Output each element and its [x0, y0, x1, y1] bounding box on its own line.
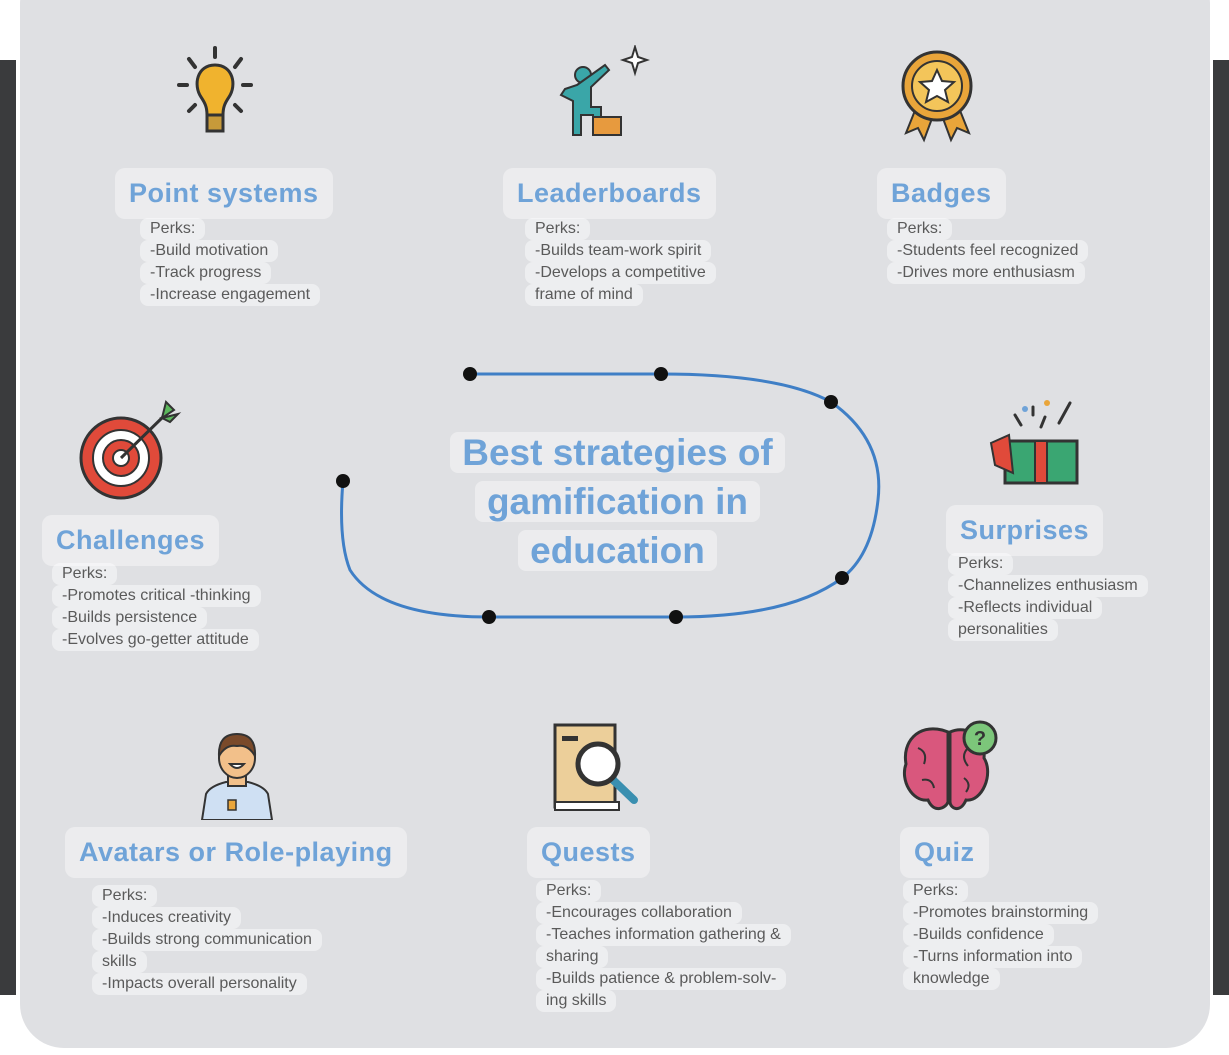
loop-dot [654, 367, 668, 381]
perk-item: ing skills [536, 990, 617, 1012]
strategy-title-badges: Badges [877, 168, 1006, 219]
perk-item: -Builds strong communication [92, 929, 322, 951]
perk-item: sharing [536, 946, 609, 968]
strategy-title-leaderboards: Leaderboards [503, 168, 716, 219]
perk-item: knowledge [903, 968, 1000, 990]
loop-dot [669, 610, 683, 624]
perks-label: Perks: [536, 880, 602, 902]
perk-item: -Promotes critical -thinking [52, 585, 261, 607]
perk-item: -Channelizes enthusiasm [948, 575, 1148, 597]
perk-item: -Builds patience & problem-solv- [536, 968, 787, 990]
center-title-line: Best strategies of [450, 432, 785, 473]
perks-list-surprises: Perks:-Channelizes enthusiasm-Reflects i… [948, 553, 1148, 641]
perk-item: -Builds team-work spirit [525, 240, 712, 262]
perk-item: -Encourages collaboration [536, 902, 742, 924]
infographic-card [20, 0, 1210, 1048]
perks-label: Perks: [948, 553, 1014, 575]
loop-dot [336, 474, 350, 488]
loop-dot [835, 571, 849, 585]
perk-item: -Track progress [140, 262, 272, 284]
perk-item: -Build motivation [140, 240, 279, 262]
perks-list-point-systems: Perks:-Build motivation-Track progress-I… [140, 218, 321, 306]
perks-list-quiz: Perks:-Promotes brainstorming-Builds con… [903, 880, 1099, 990]
lightbulb-icon [177, 46, 253, 133]
perk-item: -Students feel recognized [887, 240, 1089, 262]
gift-box-icon [989, 400, 1079, 485]
perks-list-challenges: Perks:-Promotes critical -thinking-Build… [52, 563, 261, 651]
frame-right-edge [1213, 60, 1229, 995]
frame-left-edge [0, 60, 16, 995]
center-title-line: gamification in [474, 481, 761, 522]
climbing-person-star-icon [559, 45, 650, 136]
perk-item: -Drives more enthusiasm [887, 262, 1085, 284]
perk-item: -Promotes brainstorming [903, 902, 1099, 924]
loop-dot [824, 395, 838, 409]
perks-label: Perks: [140, 218, 206, 240]
perk-item: -Builds persistence [52, 607, 208, 629]
perks-label: Perks: [92, 885, 158, 907]
perk-item: -Teaches information gathering & [536, 924, 791, 946]
perk-item: -Evolves go-getter attitude [52, 629, 259, 651]
perks-label: Perks: [887, 218, 953, 240]
perks-list-badges: Perks:-Students feel recognized-Drives m… [887, 218, 1089, 284]
perk-item: -Builds confidence [903, 924, 1054, 946]
perk-item: -Reflects individual [948, 597, 1103, 619]
perk-item: frame of mind [525, 284, 643, 306]
strategy-title-surprises: Surprises [946, 505, 1104, 556]
strategy-title-challenges: Challenges [42, 515, 220, 566]
medal-star-icon [901, 50, 973, 143]
perk-item: -Impacts overall personality [92, 973, 307, 995]
center-title-line: education [518, 530, 717, 571]
perks-list-leaderboards: Perks:-Builds team-work spirit-Develops … [525, 218, 716, 306]
brain-question-icon: ? [903, 720, 998, 810]
perk-item: personalities [948, 619, 1058, 641]
perk-item: skills [92, 951, 147, 973]
perks-label: Perks: [52, 563, 118, 585]
avatar-person-icon [200, 732, 274, 820]
perk-item: -Turns information into [903, 946, 1083, 968]
strategy-title-avatars-or-role-playing: Avatars or Role-playing [65, 827, 407, 878]
svg-text:?: ? [974, 728, 986, 750]
perks-list-avatars-or-role-playing: Perks:-Induces creativity-Builds strong … [92, 885, 322, 995]
loop-dot [482, 610, 496, 624]
perk-item: -Develops a competitive [525, 262, 716, 284]
strategy-title-point-systems: Point systems [115, 168, 333, 219]
perks-label: Perks: [903, 880, 969, 902]
strategy-title-quests: Quests [527, 827, 650, 878]
perk-item: -Induces creativity [92, 907, 241, 929]
book-magnifier-icon [553, 723, 638, 811]
center-title: Best strategies of gamification in educa… [400, 428, 835, 575]
target-dart-icon [79, 400, 182, 500]
perks-label: Perks: [525, 218, 591, 240]
strategy-title-quiz: Quiz [900, 827, 989, 878]
perks-list-quests: Perks:-Encourages collaboration-Teaches … [536, 880, 791, 1012]
loop-dot [463, 367, 477, 381]
perk-item: -Increase engagement [140, 284, 321, 306]
